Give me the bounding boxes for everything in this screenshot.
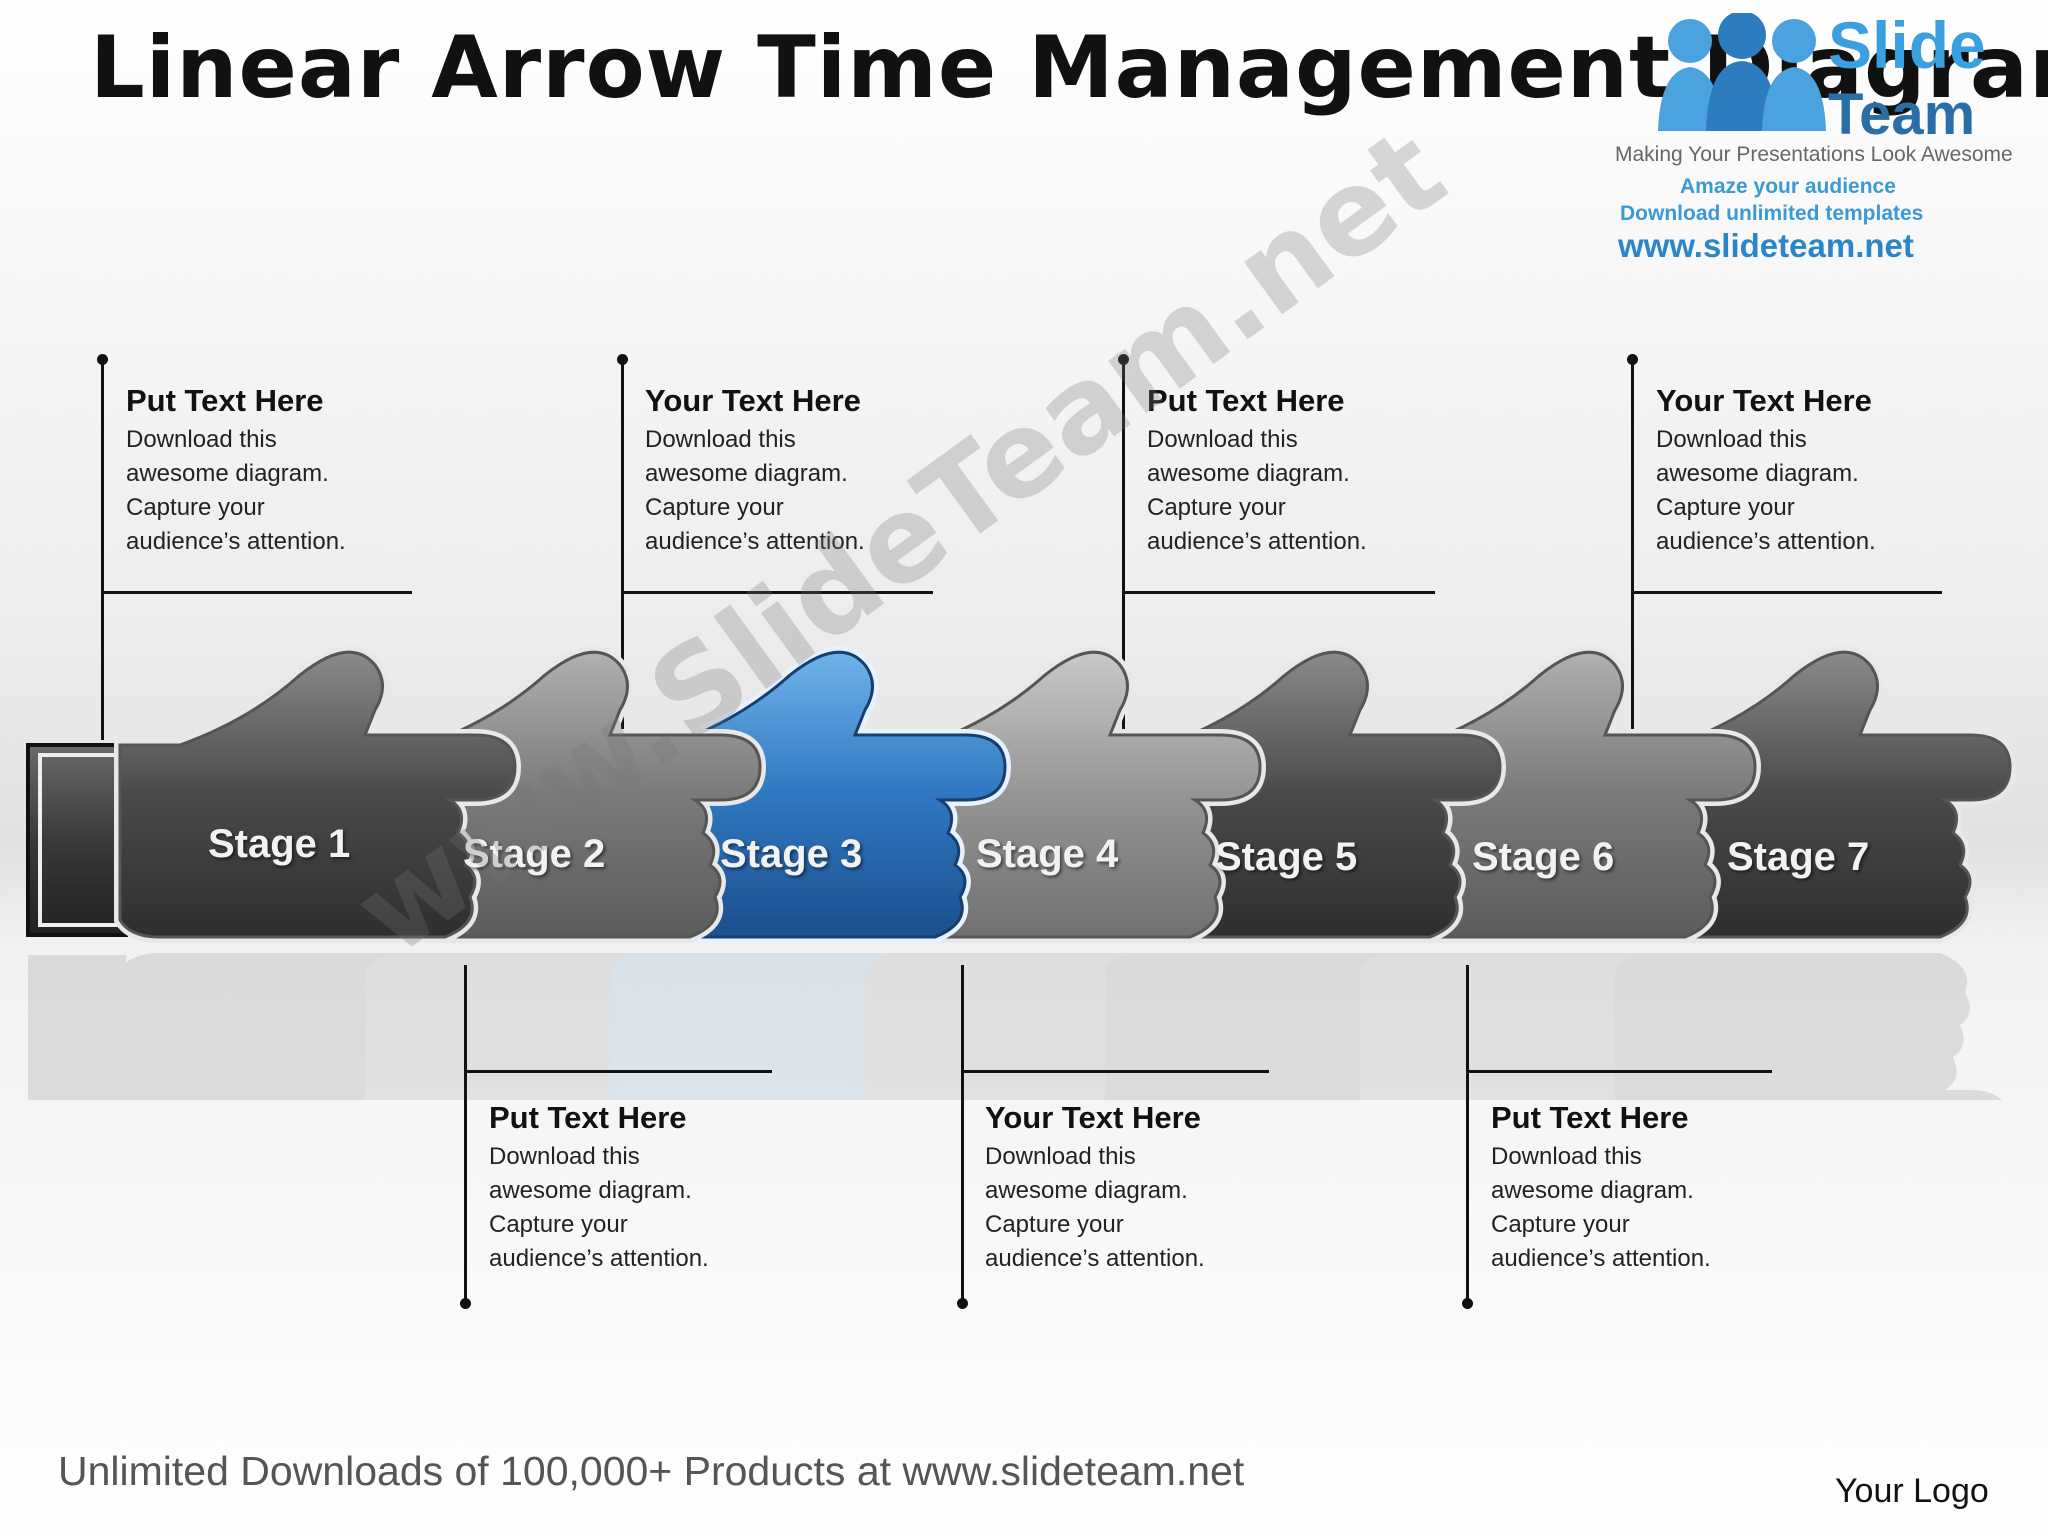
callout-line: awesome diagram. [1147,460,1350,487]
logo-download-text: Download unlimited templates [1620,202,1924,225]
callout-line: audience’s attention. [126,528,346,555]
callout-line: audience’s attention. [1491,1245,1711,1272]
slideteam-logo: Slide Team Making Your Presentations Loo… [1610,5,2030,265]
connector-line [101,360,104,740]
connector-dot [97,354,108,365]
connector-line [1122,360,1125,740]
callout-heading: Put Text Here [1147,383,1345,418]
callout-line: Download this [645,426,796,453]
underline [621,591,933,594]
hand-arrow-chain [26,0,2048,1100]
connector-dot [1462,1298,1473,1309]
logo-url-text: www.slideteam.net [1618,227,1914,264]
logo-amaze-text: Amaze your audience [1680,175,1896,198]
logo-team-text: Team [1828,82,1976,147]
callout-line: Capture your [985,1211,1124,1238]
callout-heading: Put Text Here [1491,1100,1689,1135]
people-logo-icon [1658,13,1826,131]
your-logo-placeholder: Your Logo [1835,1472,1989,1510]
cuff-shape [26,743,128,937]
stage-7-label: Stage 7 [1727,835,1870,879]
stage-3-label: Stage 3 [720,832,863,876]
callout-heading: Put Text Here [489,1100,687,1135]
callout-line: Download this [985,1143,1136,1170]
callout-line: Download this [1491,1143,1642,1170]
connector-line [621,360,624,740]
connector-dot [957,1298,968,1309]
connector-line [464,965,467,1302]
callout-line: audience’s attention. [1147,528,1367,555]
callout-line: Download this [126,426,277,453]
logo-tagline: Making Your Presentations Look Awesome [1615,143,2013,166]
underline [464,1070,772,1073]
callout-line: awesome diagram. [1656,460,1859,487]
hand-reflection [28,953,2010,1100]
stage-1-label: Stage 1 [208,822,351,866]
stage-4-label: Stage 4 [976,832,1119,876]
underline [1122,591,1435,594]
callout-heading: Your Text Here [985,1100,1201,1135]
connector-dot [460,1298,471,1309]
callout-line: Download this [1147,426,1298,453]
callout-line: Capture your [1491,1211,1630,1238]
callout-line: Capture your [645,494,784,521]
connector-line [1631,360,1634,740]
callout-line: awesome diagram. [645,460,848,487]
callout-line: awesome diagram. [985,1177,1188,1204]
connector-line [1466,965,1469,1302]
connector-dot [1118,354,1129,365]
stage-5-label: Stage 5 [1215,835,1358,879]
footer-text: Unlimited Downloads of 100,000+ Products… [58,1448,1245,1494]
callout-line: Download this [1656,426,1807,453]
callout-line: audience’s attention. [645,528,865,555]
callout-line: audience’s attention. [489,1245,709,1272]
callout-heading: Your Text Here [1656,383,1872,418]
callout-heading: Put Text Here [126,383,324,418]
callout-heading: Your Text Here [645,383,861,418]
stage-6-label: Stage 6 [1472,835,1615,879]
logo-slide-text: Slide [1828,8,1986,82]
callout-line: awesome diagram. [489,1177,692,1204]
callout-line: Capture your [1147,494,1286,521]
callout-line: Capture your [1656,494,1795,521]
callout-line: awesome diagram. [126,460,329,487]
callout-line: Capture your [489,1211,628,1238]
connector-dot [1627,354,1638,365]
connector-dot [617,354,628,365]
callout-line: Capture your [126,494,265,521]
underline [1631,591,1942,594]
underline [1466,1070,1772,1073]
connector-line [961,965,964,1302]
stage-2-label: Stage 2 [463,832,606,876]
callout-line: awesome diagram. [1491,1177,1694,1204]
underline [961,1070,1269,1073]
callout-line: audience’s attention. [985,1245,1205,1272]
callout-line: Download this [489,1143,640,1170]
underline [101,591,412,594]
callout-line: audience’s attention. [1656,528,1876,555]
